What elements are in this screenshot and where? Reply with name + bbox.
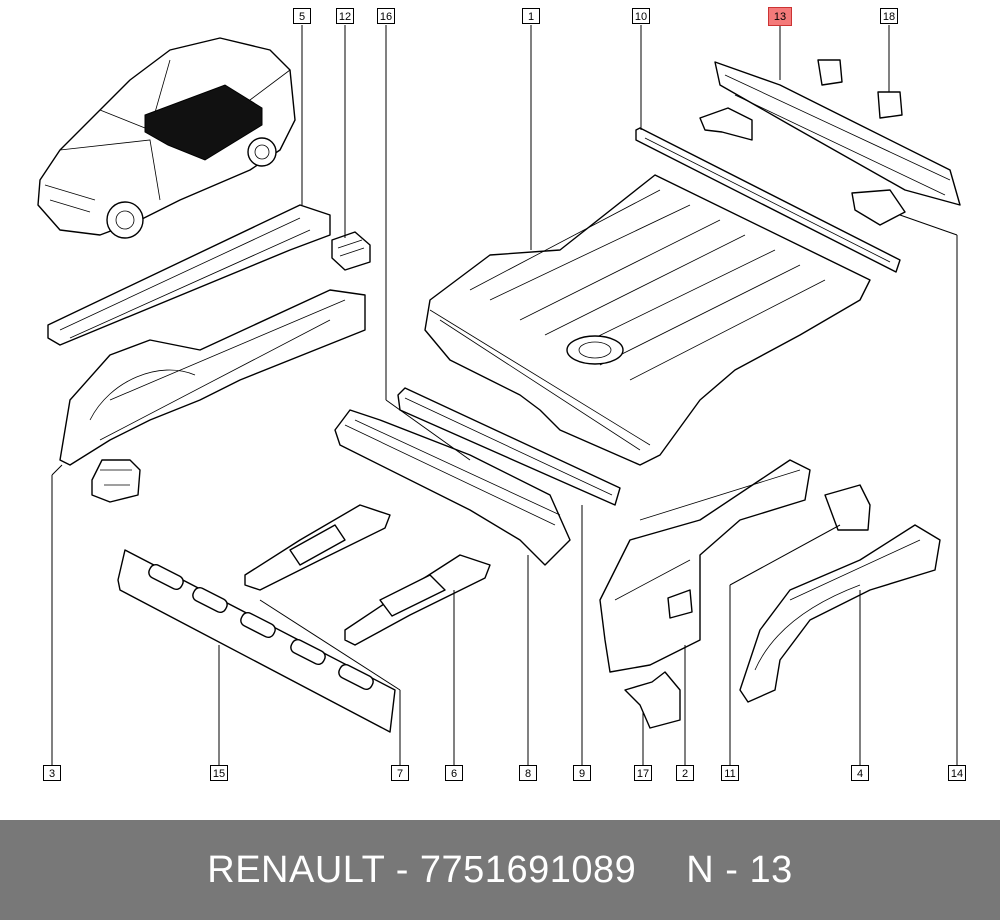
callout-6: 6	[445, 765, 463, 781]
callout-18: 18	[880, 8, 898, 24]
footer-ref: N - 13	[686, 848, 793, 891]
callout-5: 5	[293, 8, 311, 24]
footer-separator: -	[395, 848, 409, 891]
part-7-drawing	[244, 504, 391, 591]
callout-2: 2	[676, 765, 694, 781]
callout-9: 9	[573, 765, 591, 781]
part-11-drawing	[824, 484, 871, 531]
callout-14: 14	[948, 765, 966, 781]
part-2-drawing	[599, 459, 811, 673]
footer-bar: RENAULT - 7751691089 N - 13	[0, 820, 1000, 920]
part-15-drawing	[117, 549, 396, 733]
callout-13-highlighted: 13	[768, 7, 792, 26]
parts-diagram: 5 12 16 1 10 13 18 3 15 7 6 8 9 17 2 11 …	[37, 7, 966, 781]
part-4-drawing	[739, 524, 941, 703]
part-12-drawing	[331, 231, 371, 271]
vehicle-illustration	[37, 37, 296, 239]
part-16-drawing	[397, 387, 621, 506]
callout-16: 16	[377, 8, 395, 24]
footer-brand: RENAULT	[207, 848, 385, 891]
part-3-drawing	[59, 289, 366, 466]
part-13-drawing	[699, 61, 961, 206]
callout-3: 3	[43, 765, 61, 781]
part-8-drawing	[334, 409, 571, 566]
callout-12: 12	[336, 8, 354, 24]
part-18-drawing	[817, 59, 903, 119]
part-14a-drawing	[851, 189, 906, 226]
leader-lines	[51, 25, 958, 765]
callout-7: 7	[391, 765, 409, 781]
callout-8: 8	[519, 765, 537, 781]
callout-11: 11	[721, 765, 739, 781]
part-17b-drawing	[624, 671, 681, 729]
callout-1: 1	[522, 8, 540, 24]
callout-15: 15	[210, 765, 228, 781]
footer-part-number: 7751691089	[419, 848, 637, 891]
footer-text: RENAULT - 7751691089 N - 13	[207, 849, 792, 892]
callout-10: 10	[632, 8, 650, 24]
parts-drawing	[37, 25, 961, 765]
part-1-drawing	[424, 174, 871, 466]
part-17a-drawing	[91, 459, 141, 503]
callout-17: 17	[634, 765, 652, 781]
part-5-drawing	[47, 204, 331, 346]
callout-4: 4	[851, 765, 869, 781]
part-10-drawing	[635, 127, 901, 273]
part-6-drawing	[344, 554, 491, 646]
